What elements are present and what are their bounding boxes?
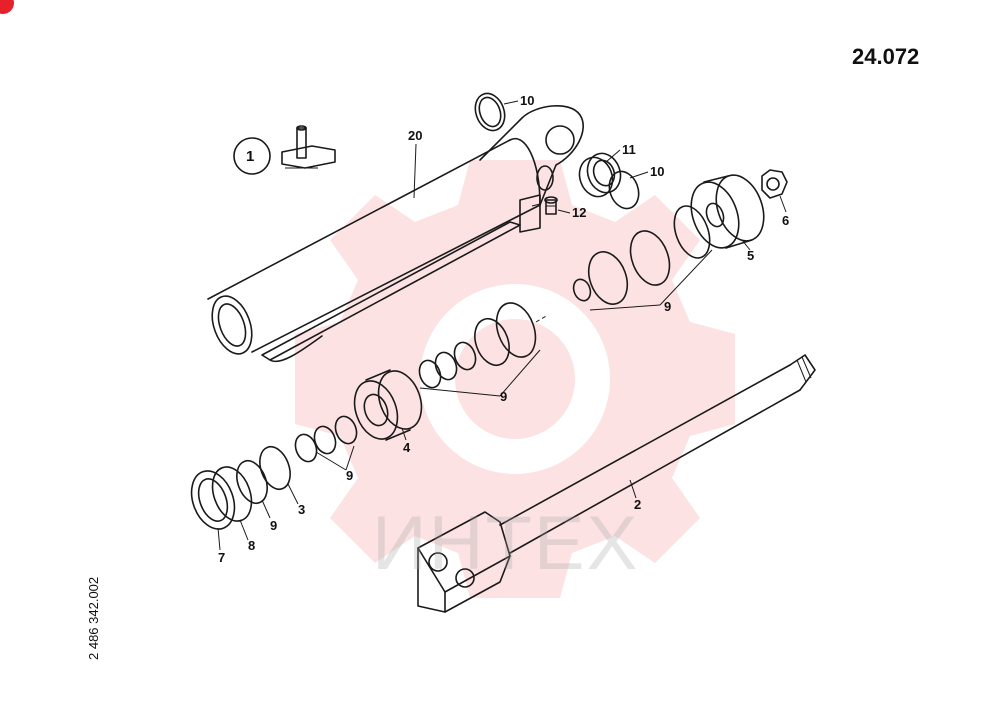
callout-9-middle: 9 <box>500 389 507 404</box>
detail-marker: 1 <box>233 125 336 175</box>
seal-rings-middle <box>418 302 549 389</box>
callout-10-top: 10 <box>520 93 534 108</box>
piston <box>690 174 765 249</box>
callout-10-right: 10 <box>650 164 664 179</box>
bushing <box>578 152 622 198</box>
callout-20: 20 <box>408 128 422 143</box>
detail-marker-label: 1 <box>246 148 254 165</box>
retaining-rings <box>190 466 253 530</box>
callout-12: 12 <box>572 205 586 220</box>
leader-lines <box>217 100 787 551</box>
callout-11: 11 <box>622 142 636 157</box>
callout-9-upper: 9 <box>664 299 671 314</box>
seal-rings-upper <box>572 205 711 305</box>
corner-mark <box>0 0 14 14</box>
gland <box>353 369 423 441</box>
snap-ring-top <box>474 92 506 132</box>
callout-7: 7 <box>218 550 225 565</box>
snap-ring-right <box>608 170 640 210</box>
grease-nipple <box>544 196 558 215</box>
callout-5: 5 <box>747 248 754 263</box>
piston-rod <box>417 354 816 613</box>
watermark-text: ИНТЕХ <box>372 501 640 586</box>
callout-2: 2 <box>634 497 641 512</box>
callout-9-lower: 9 <box>346 468 353 483</box>
callout-9-front: 9 <box>270 518 277 533</box>
seal-rings-lower <box>294 415 358 463</box>
wiper-ring <box>259 445 291 491</box>
callout-4: 4 <box>403 440 411 455</box>
nut <box>761 169 788 199</box>
cylinder-barrel <box>207 104 584 363</box>
page-number: 24.072 <box>852 44 920 69</box>
callout-3: 3 <box>298 502 305 517</box>
callout-6: 6 <box>782 213 789 228</box>
callout-8: 8 <box>248 538 255 553</box>
callout-labels: 20 10 11 10 12 6 5 9 9 4 9 2 3 9 8 7 <box>218 93 789 565</box>
seal-ring-front <box>236 459 268 505</box>
